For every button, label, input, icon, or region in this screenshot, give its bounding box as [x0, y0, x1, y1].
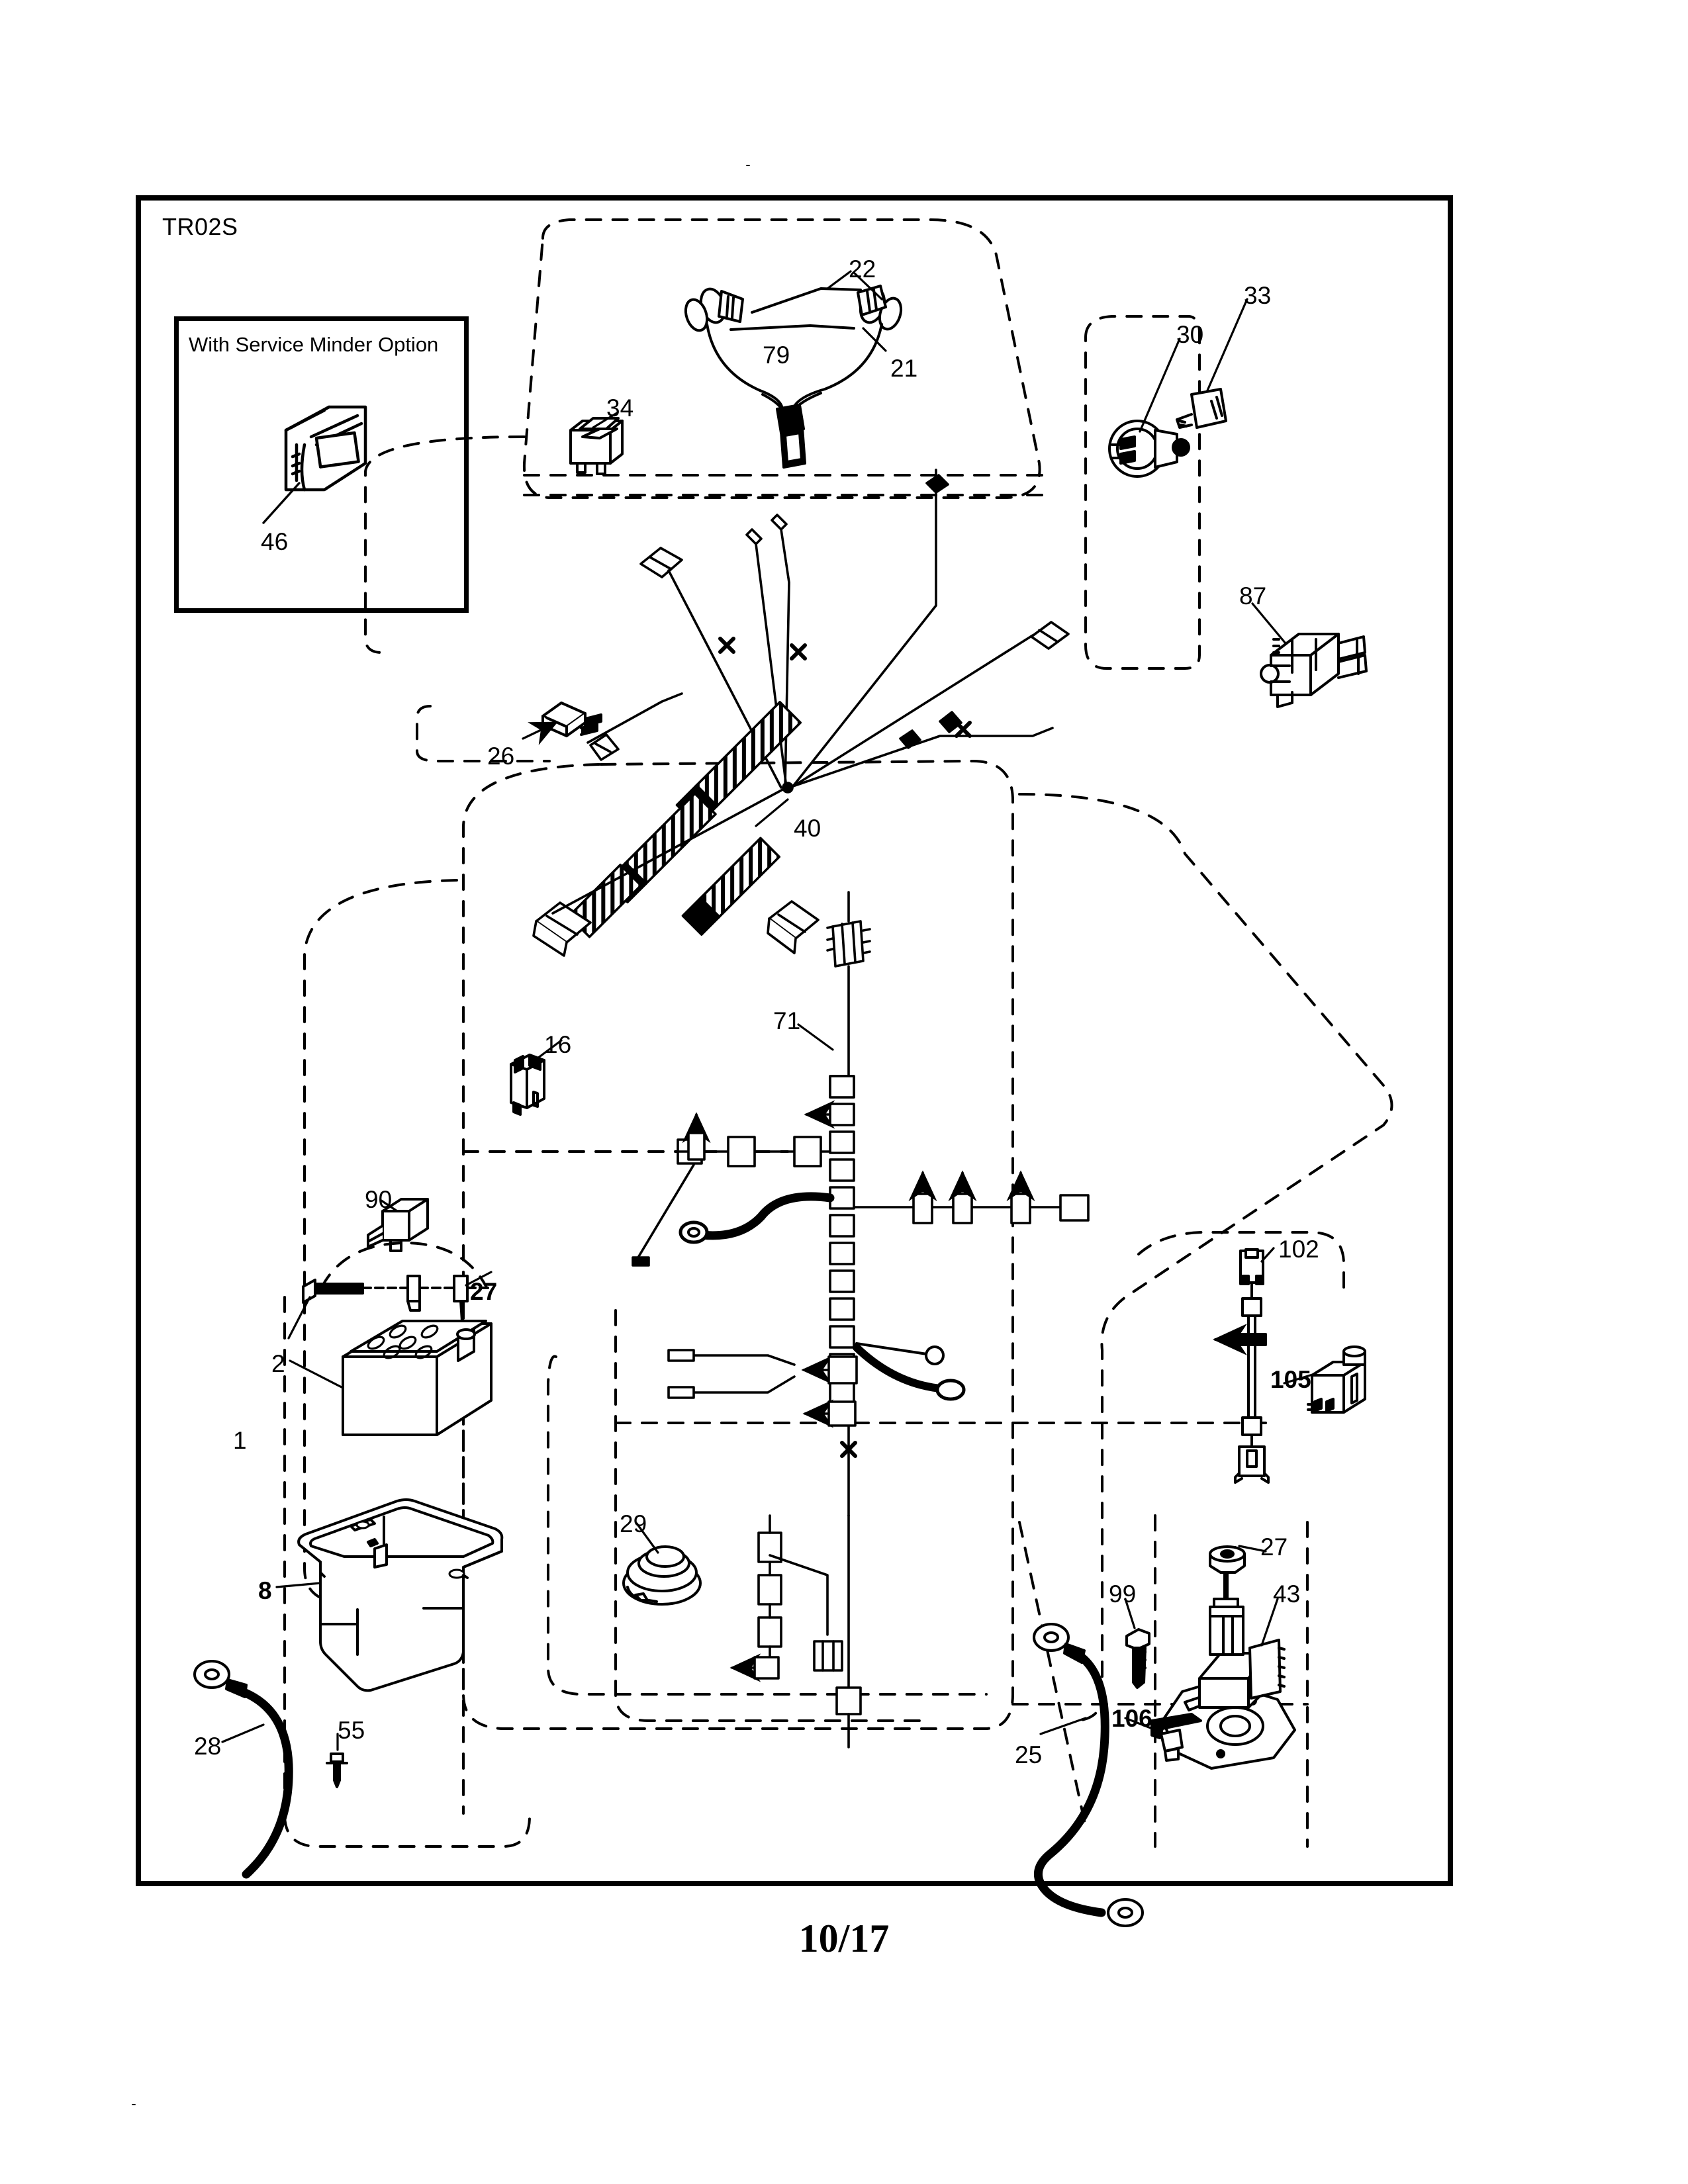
callout-99: 99: [1109, 1580, 1137, 1608]
callout-105: 105: [1270, 1366, 1311, 1393]
callout-102: 102: [1278, 1236, 1319, 1263]
callout-33: 33: [1244, 282, 1272, 309]
callout-46: 46: [261, 528, 289, 555]
callout-90: 90: [365, 1186, 393, 1213]
callout-87: 87: [1239, 582, 1267, 610]
callout-27-solenoid: 27: [1260, 1533, 1288, 1561]
callout-21: 21: [890, 355, 918, 382]
service-minder-inset: [174, 316, 469, 613]
callout-79: 79: [763, 341, 790, 369]
callout-2: 2: [271, 1350, 285, 1377]
service-minder-inset-title: With Service Minder Option: [189, 333, 439, 356]
callout-8: 8: [258, 1577, 272, 1604]
callout-29: 29: [620, 1510, 647, 1537]
callout-28: 28: [194, 1733, 222, 1760]
callout-55: 55: [338, 1717, 365, 1744]
callout-34: 34: [606, 394, 634, 422]
callout-71: 71: [773, 1007, 801, 1034]
callout-25: 25: [1015, 1741, 1043, 1768]
callout-1: 1: [233, 1427, 247, 1454]
callout-26: 26: [487, 743, 515, 770]
page-number: 10/17: [798, 1917, 890, 1960]
callout-106: 106: [1111, 1705, 1152, 1732]
callout-27-battery: 27: [470, 1278, 498, 1305]
model-code-label: TR02S: [162, 213, 238, 240]
callout-40: 40: [794, 815, 821, 842]
callout-30: 30: [1176, 321, 1204, 348]
callout-22: 22: [849, 255, 876, 283]
callout-43: 43: [1273, 1580, 1301, 1608]
callout-16: 16: [544, 1031, 572, 1058]
